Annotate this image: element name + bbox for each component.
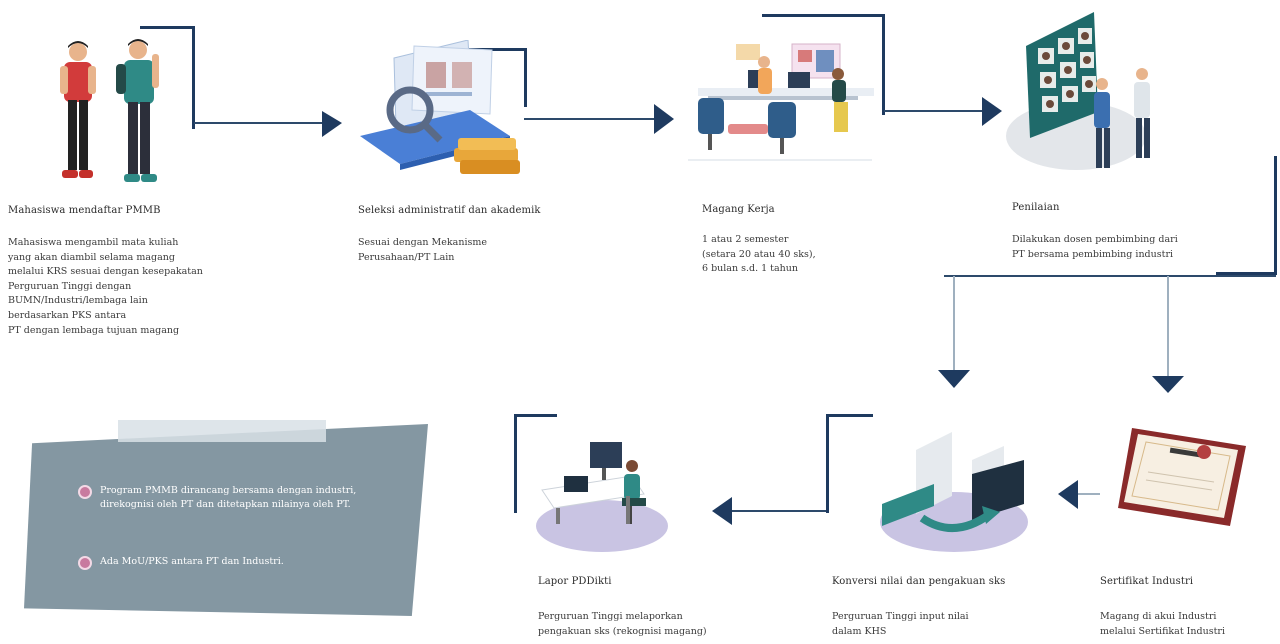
arrow-right-2: [654, 104, 674, 134]
evaluation-board-illustration: [1006, 12, 1150, 170]
step6-description: Perguruan Tinggi input nilai dalam KHS: [832, 611, 969, 637]
bracket-step3: [762, 14, 885, 115]
note-bullet-2-icon: [78, 556, 92, 570]
bracket-step7: [514, 414, 557, 513]
note-bullet-1-icon: [78, 485, 92, 499]
bracket-step6: [826, 414, 873, 513]
step3-title: Magang Kerja: [702, 204, 775, 215]
note-1: Program PMMB dirancang bersama dengan in…: [100, 485, 357, 510]
arrow-down-2: [1152, 376, 1184, 393]
step7-title: Lapor PDDikti: [538, 576, 612, 587]
step5-description: Magang di akui Industri melalui Sertifik…: [1100, 611, 1226, 637]
step4-title: Penilaian: [1012, 202, 1060, 213]
notes-panel: [24, 424, 428, 616]
step7-description: Perguruan Tinggi melaporkan pengakuan sk…: [538, 611, 707, 637]
internship-office-illustration: [688, 43, 874, 161]
report-desk-illustration: [536, 442, 668, 552]
notes-panel-tag: [118, 420, 326, 442]
certificate-illustration: [1118, 428, 1246, 526]
arrow-right-1: [322, 111, 342, 137]
bracket-step1: [140, 26, 195, 129]
students-illustration: [60, 39, 159, 182]
bracket-step2: [468, 48, 527, 107]
step1-title: Mahasiswa mendaftar PMMB: [8, 205, 161, 216]
step1-description: Mahasiswa mengambil mata kuliah yang aka…: [8, 237, 203, 336]
step2-description: Sesuai dengan Mekanisme Perusahaan/PT La…: [358, 237, 487, 263]
selection-laptop-illustration: [360, 40, 520, 174]
step2-title: Seleksi administratif dan akademik: [358, 205, 541, 216]
conversion-illustration: [880, 432, 1028, 552]
step5-title: Sertifikat Industri: [1100, 576, 1194, 587]
step3-description: 1 atau 2 semester (setara 20 atau 40 sks…: [702, 234, 816, 275]
note-2: Ada MoU/PKS antara PT dan Industri.: [100, 556, 284, 567]
step4-description: Dilakukan dosen pembimbing dari PT bersa…: [1012, 234, 1178, 260]
arrow-left-2: [712, 497, 732, 525]
arrow-down-1: [938, 370, 970, 388]
arrow-right-3: [982, 97, 1002, 126]
bracket-step4: [1216, 156, 1277, 275]
step6-title: Konversi nilai dan pengakuan sks: [832, 576, 1006, 587]
arrow-left-1: [1058, 480, 1078, 509]
